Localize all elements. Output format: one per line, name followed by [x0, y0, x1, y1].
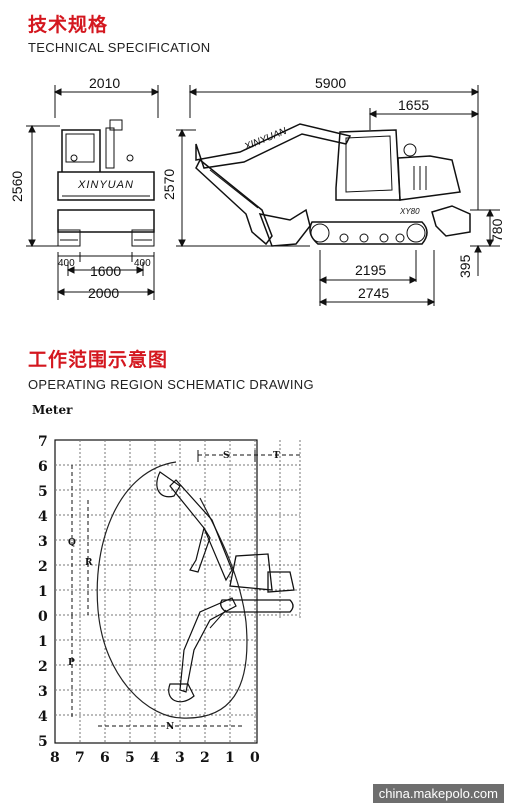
side-model-badge: XY80 [399, 207, 420, 216]
y-tick-down-4: 4 [38, 709, 48, 725]
region-title-en: OPERATING REGION SCHEMATIC DRAWING [28, 377, 314, 392]
y-tick-up-6: 6 [38, 459, 48, 475]
region-y-ticks-down: 1 2 3 4 5 [38, 634, 48, 750]
side-track-length-label: 2745 [358, 285, 389, 301]
side-blade-depth-label: 395 [457, 254, 473, 278]
y-tick-up-3: 3 [38, 534, 48, 550]
side-overall-length-label: 5900 [315, 75, 346, 91]
marker-t: T [273, 451, 280, 461]
side-blade-height-label: 780 [489, 218, 505, 242]
front-overall-width-label: 2000 [88, 285, 119, 301]
x-tick-4: 4 [150, 750, 160, 766]
spec-title-cn: 技术规格 [28, 14, 109, 36]
x-tick-5: 5 [125, 750, 135, 766]
marker-n: N [166, 722, 174, 732]
region-y-ticks-up: 7 6 5 4 3 2 1 0 [38, 434, 48, 625]
side-boom-brand-text: XINYUAN [242, 126, 289, 154]
x-tick-0: 0 [250, 750, 260, 766]
marker-q: Q [68, 538, 76, 548]
region-markers: S T Q R P N [68, 451, 280, 732]
marker-s: S [223, 451, 230, 461]
y-tick-up-5: 5 [38, 484, 48, 500]
side-tail-length-label: 1655 [398, 97, 429, 113]
region-unit-label: Meter [32, 403, 73, 417]
spec-title-en: TECHNICAL SPECIFICATION [28, 40, 211, 55]
region-title-cn: 工作范围示意图 [28, 349, 169, 371]
y-tick-up-1: 1 [38, 584, 48, 600]
front-brand-text: XINYUAN [77, 179, 134, 191]
x-tick-3: 3 [175, 750, 185, 766]
y-tick-down-5: 5 [38, 734, 48, 750]
x-tick-1: 1 [225, 750, 235, 766]
y-tick-down-1: 1 [38, 634, 48, 650]
y-tick-down-3: 3 [38, 684, 48, 700]
region-x-ticks: 8 7 6 5 4 3 2 1 0 [50, 750, 260, 766]
y-tick-up-7: 7 [38, 434, 48, 450]
x-tick-7: 7 [75, 750, 85, 766]
x-tick-6: 6 [100, 750, 110, 766]
front-track-right-label: 400 [134, 258, 151, 269]
y-tick-up-0: 0 [38, 609, 48, 625]
x-tick-2: 2 [200, 750, 210, 766]
y-tick-up-2: 2 [38, 559, 48, 575]
side-height-label: 2570 [161, 169, 177, 200]
marker-p: P [68, 658, 75, 668]
marker-r: R [85, 558, 93, 568]
front-track-left-label: 400 [58, 258, 75, 269]
front-width-top-label: 2010 [89, 75, 120, 91]
front-height-label: 2560 [9, 171, 25, 202]
y-tick-down-2: 2 [38, 659, 48, 675]
site-watermark: china.makepolo.com [372, 784, 504, 803]
y-tick-up-4: 4 [38, 509, 48, 525]
x-tick-8: 8 [50, 750, 60, 766]
front-track-gauge-label: 1600 [90, 263, 121, 279]
side-tumbler-distance-label: 2195 [355, 262, 386, 278]
